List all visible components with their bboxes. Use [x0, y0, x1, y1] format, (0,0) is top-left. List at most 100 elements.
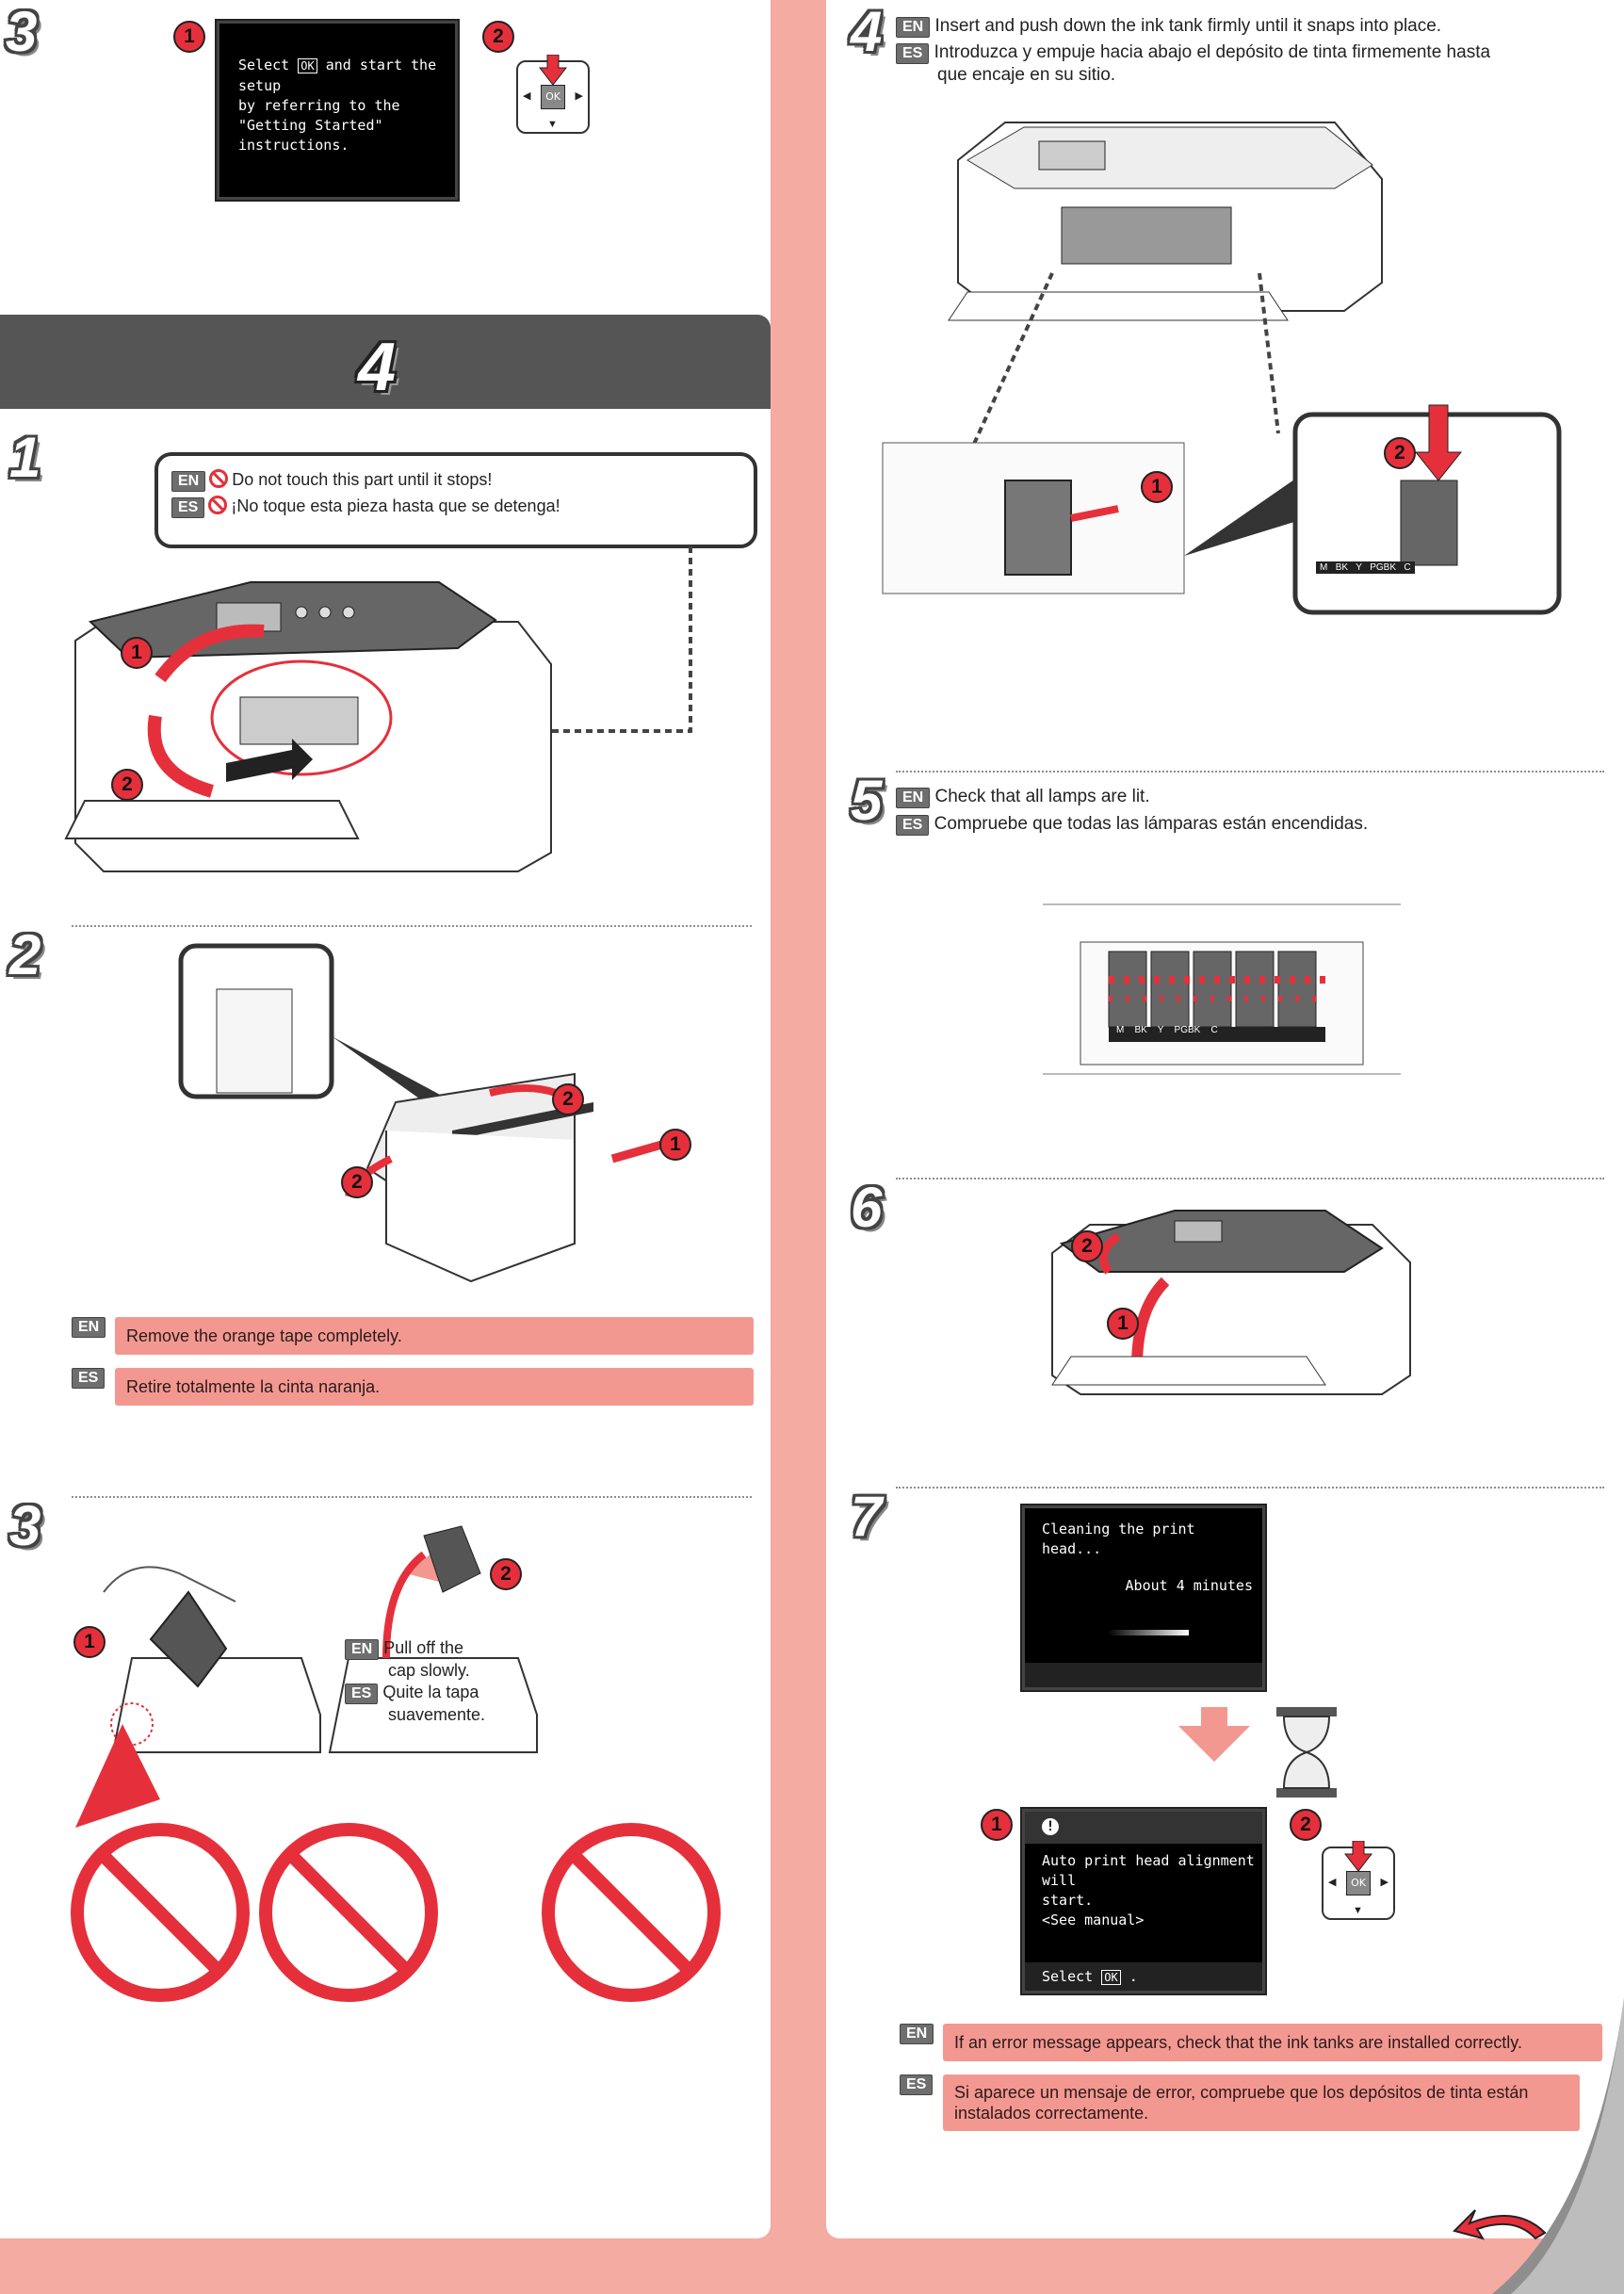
step5-instruction: EN Check that all lamps are lit. ES Comp…	[896, 786, 1612, 836]
callout-2: 2	[111, 769, 143, 801]
callout-1: 1	[1141, 471, 1173, 503]
instruction-text-en: Pull off the	[383, 1638, 463, 1657]
lang-tag-es: ES	[171, 497, 205, 518]
instruction-text-en: cap slowly.	[388, 1661, 470, 1680]
lcd-text: About 4 minutes	[1125, 1577, 1253, 1594]
tank-label: BK	[1134, 1025, 1147, 1035]
lang-tag-en: EN	[896, 788, 931, 808]
instruction-text-es: Introduzca y empuje hacia abajo el depós…	[934, 42, 1491, 62]
instruction-text-es: Si aparece un mensaje de error, comprueb…	[954, 2083, 1529, 2102]
step-number-7: 7	[851, 1485, 883, 1548]
ok-button-pad[interactable]: OK ◀ ▶ ▼	[1322, 1841, 1395, 1920]
ok-badge: OK	[1101, 1970, 1121, 1985]
press-arrow-icon	[1344, 1841, 1372, 1872]
right-arrow-icon: ▶	[575, 90, 583, 102]
divider	[896, 771, 1604, 773]
instruction-text-es: instalados correctamente.	[954, 2104, 1149, 2123]
instruction-text-en: Insert and push down the ink tank firmly…	[934, 16, 1442, 36]
insert-ink-tank-illustration	[882, 122, 1562, 615]
wait-icons	[1178, 1707, 1337, 1798]
lcd-text: Auto print head alignment will	[1042, 1852, 1255, 1889]
down-arrow-icon: ▼	[547, 119, 558, 130]
lang-tag-en: EN	[900, 2024, 934, 2044]
lang-tag-es-label: ES	[900, 2074, 934, 2095]
step-number-6: 6	[851, 1176, 883, 1239]
right-arrow-icon: ▶	[1380, 1877, 1389, 1888]
ok-button-pad[interactable]: OK ◀ ▶ ▼	[516, 55, 590, 134]
divider	[896, 1487, 1604, 1489]
callout-2: 2	[341, 1166, 373, 1198]
ok-button[interactable]: OK	[1346, 1871, 1371, 1895]
instruction-text-es: Retire totalmente la cinta naranja.	[126, 1377, 381, 1396]
instruction-text-en: If an error message appears, check that …	[954, 2033, 1522, 2052]
lang-tag-en-label: EN	[900, 2024, 934, 2044]
ok-button[interactable]: OK	[541, 85, 565, 109]
callout-2: 2	[1071, 1230, 1103, 1262]
tank-label: PGBK	[1174, 1025, 1201, 1035]
step-number-5: 5	[851, 769, 883, 832]
warning-icon: !	[1042, 1818, 1059, 1835]
lcd-footer: Select OK .	[1025, 1962, 1262, 1991]
turn-page-arrow-icon	[1453, 2209, 1547, 2240]
lang-tag-es: ES	[900, 2074, 934, 2095]
instruction-text-en: Remove the orange tape completely.	[126, 1326, 402, 1345]
lcd-text: "Getting Started" instructions.	[238, 117, 383, 154]
tank-label: C	[1210, 1025, 1218, 1035]
lang-tag-es: ES	[72, 1368, 106, 1389]
lcd-screen-alignment: ! Auto print head alignment will start. …	[1020, 1807, 1267, 1995]
prohibited-sign-3	[542, 1823, 721, 2002]
caution-es: ES¡No toque esta pieza hasta que se dete…	[171, 496, 560, 518]
lang-tag-en: EN	[171, 471, 206, 492]
lcd-text: by referring to the	[238, 97, 400, 114]
callout-2: 2	[1384, 437, 1416, 469]
press-arrow-icon	[539, 55, 567, 86]
close-cover-illustration	[1051, 1210, 1411, 1395]
lcd-header: !	[1025, 1812, 1262, 1844]
caution-box: EN Do not touch this part until it stops!…	[154, 452, 757, 548]
lang-tag-es: ES	[345, 1684, 379, 1704]
callout-2: 2	[552, 1083, 584, 1115]
instruction-bar-en: If an error message appears, check that …	[943, 2024, 1602, 2061]
tank-label: Y	[1356, 562, 1362, 573]
section-number: 4	[358, 330, 397, 405]
divider	[72, 925, 752, 927]
lcd-text: start.	[1042, 1892, 1094, 1909]
caution-text-en: Do not touch this part until it stops!	[232, 470, 493, 489]
step-number-3: 3	[9, 1494, 41, 1557]
instruction-text-en: Check that all lamps are lit.	[934, 787, 1150, 806]
lcd-screen-setup: Select OK and start the setup by referri…	[215, 19, 460, 202]
lcd-text: <See manual>	[1042, 1912, 1145, 1928]
instruction-text-es: Compruebe que todas las lámparas están e…	[934, 814, 1369, 834]
prohibited-icon	[208, 496, 228, 514]
section-header-4: 4	[0, 315, 771, 409]
callout-1: 1	[1107, 1308, 1139, 1340]
tank-label: M	[1320, 562, 1328, 573]
lang-tag-es: ES	[896, 815, 930, 836]
lcd-text: and start the setup	[238, 57, 437, 94]
ink-tank-tape-illustration	[178, 943, 680, 1283]
lcd-text: Select	[1042, 1968, 1094, 1985]
callout-1: 1	[121, 637, 153, 669]
callout-1: 1	[173, 21, 205, 53]
lcd-screen-cleaning: Cleaning the print head... About 4 minut…	[1020, 1504, 1267, 1692]
instruction-bar-en: Remove the orange tape completely.	[115, 1317, 754, 1355]
lang-tag-en: EN	[896, 17, 931, 38]
callout-1: 1	[659, 1129, 691, 1161]
step-number-4: 4	[851, 0, 883, 63]
tank-label: C	[1404, 562, 1411, 573]
tank-labels: M BK Y PGBK C	[1316, 561, 1415, 574]
left-arrow-icon: ◀	[1328, 1877, 1337, 1888]
instruction-bar-es: Si aparece un mensaje de error, comprueb…	[943, 2074, 1580, 2131]
hourglass-icon	[1282, 1716, 1331, 1789]
caution-en: EN Do not touch this part until it stops!	[171, 469, 492, 492]
prohibited-sign-1	[71, 1823, 250, 2002]
down-arrow-icon	[1178, 1707, 1250, 1762]
tank-labels: M BK Y PGBK C	[1116, 1025, 1218, 1035]
callout-2: 2	[490, 1558, 522, 1590]
step-number-3-top: 3	[6, 0, 38, 63]
prohibited-icon	[209, 469, 229, 488]
right-panel: 4 EN Insert and push down the ink tank f…	[826, 0, 1624, 2238]
tank-label: M	[1116, 1025, 1125, 1035]
divider	[72, 1496, 752, 1498]
step-number-1: 1	[9, 426, 41, 489]
